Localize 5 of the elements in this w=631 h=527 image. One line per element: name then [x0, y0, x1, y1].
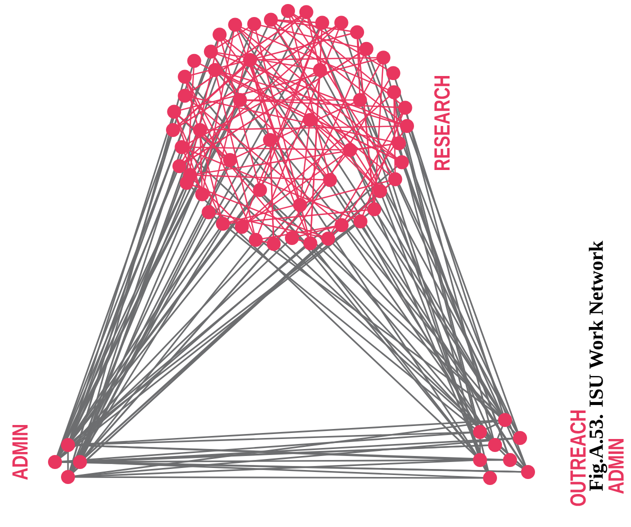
cluster-label: ADMIN	[608, 439, 624, 494]
cluster-label: RESEARCH	[434, 76, 450, 170]
caption: Fig.A.53. ISU Work Network	[588, 240, 608, 491]
cluster-label: ADMIN	[12, 425, 28, 480]
cluster-label: OUTREACH	[570, 410, 586, 506]
